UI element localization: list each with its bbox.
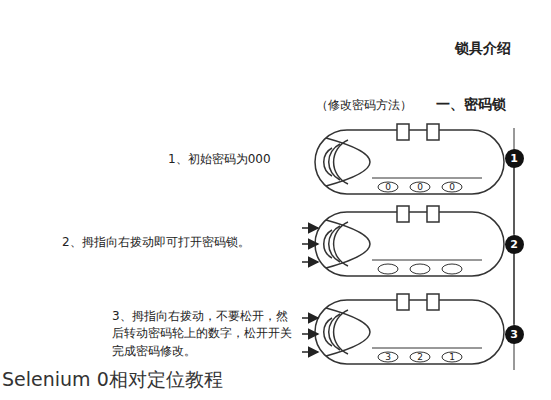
connector-line — [513, 254, 514, 325]
step-text: 3、拇指向右拨动，不要松开，然后转动密码轮上的数字，松开开关完成密码修改。 — [112, 308, 298, 360]
step-number-circle: 3 — [505, 325, 524, 344]
watermark: Selenium 0相对定位教程 — [2, 368, 223, 391]
subtitle-note: （修改密码方法） — [316, 98, 412, 112]
step-text: 2、拇指向右拨动即可打开密码锁。 — [62, 235, 250, 249]
step-number-circle: 1 — [505, 149, 524, 168]
section-heading: 一、密码锁 — [436, 96, 506, 113]
callout-number: 3 — [510, 329, 518, 340]
dial-digit: 0 — [414, 182, 426, 193]
dial-digit: 1 — [446, 352, 458, 363]
dial-digit: 2 — [414, 352, 426, 363]
step-text: 1、初始密码为000 — [168, 152, 271, 166]
dial-digit: 3 — [382, 352, 394, 363]
dial-digit: 0 — [446, 182, 458, 193]
dial-digit: 0 — [382, 182, 394, 193]
callout-number: 2 — [510, 239, 518, 250]
connector-line — [513, 168, 514, 235]
step-number-circle: 2 — [505, 235, 524, 254]
callout-number: 1 — [510, 153, 518, 164]
page-title: 锁具介绍 — [455, 40, 511, 57]
